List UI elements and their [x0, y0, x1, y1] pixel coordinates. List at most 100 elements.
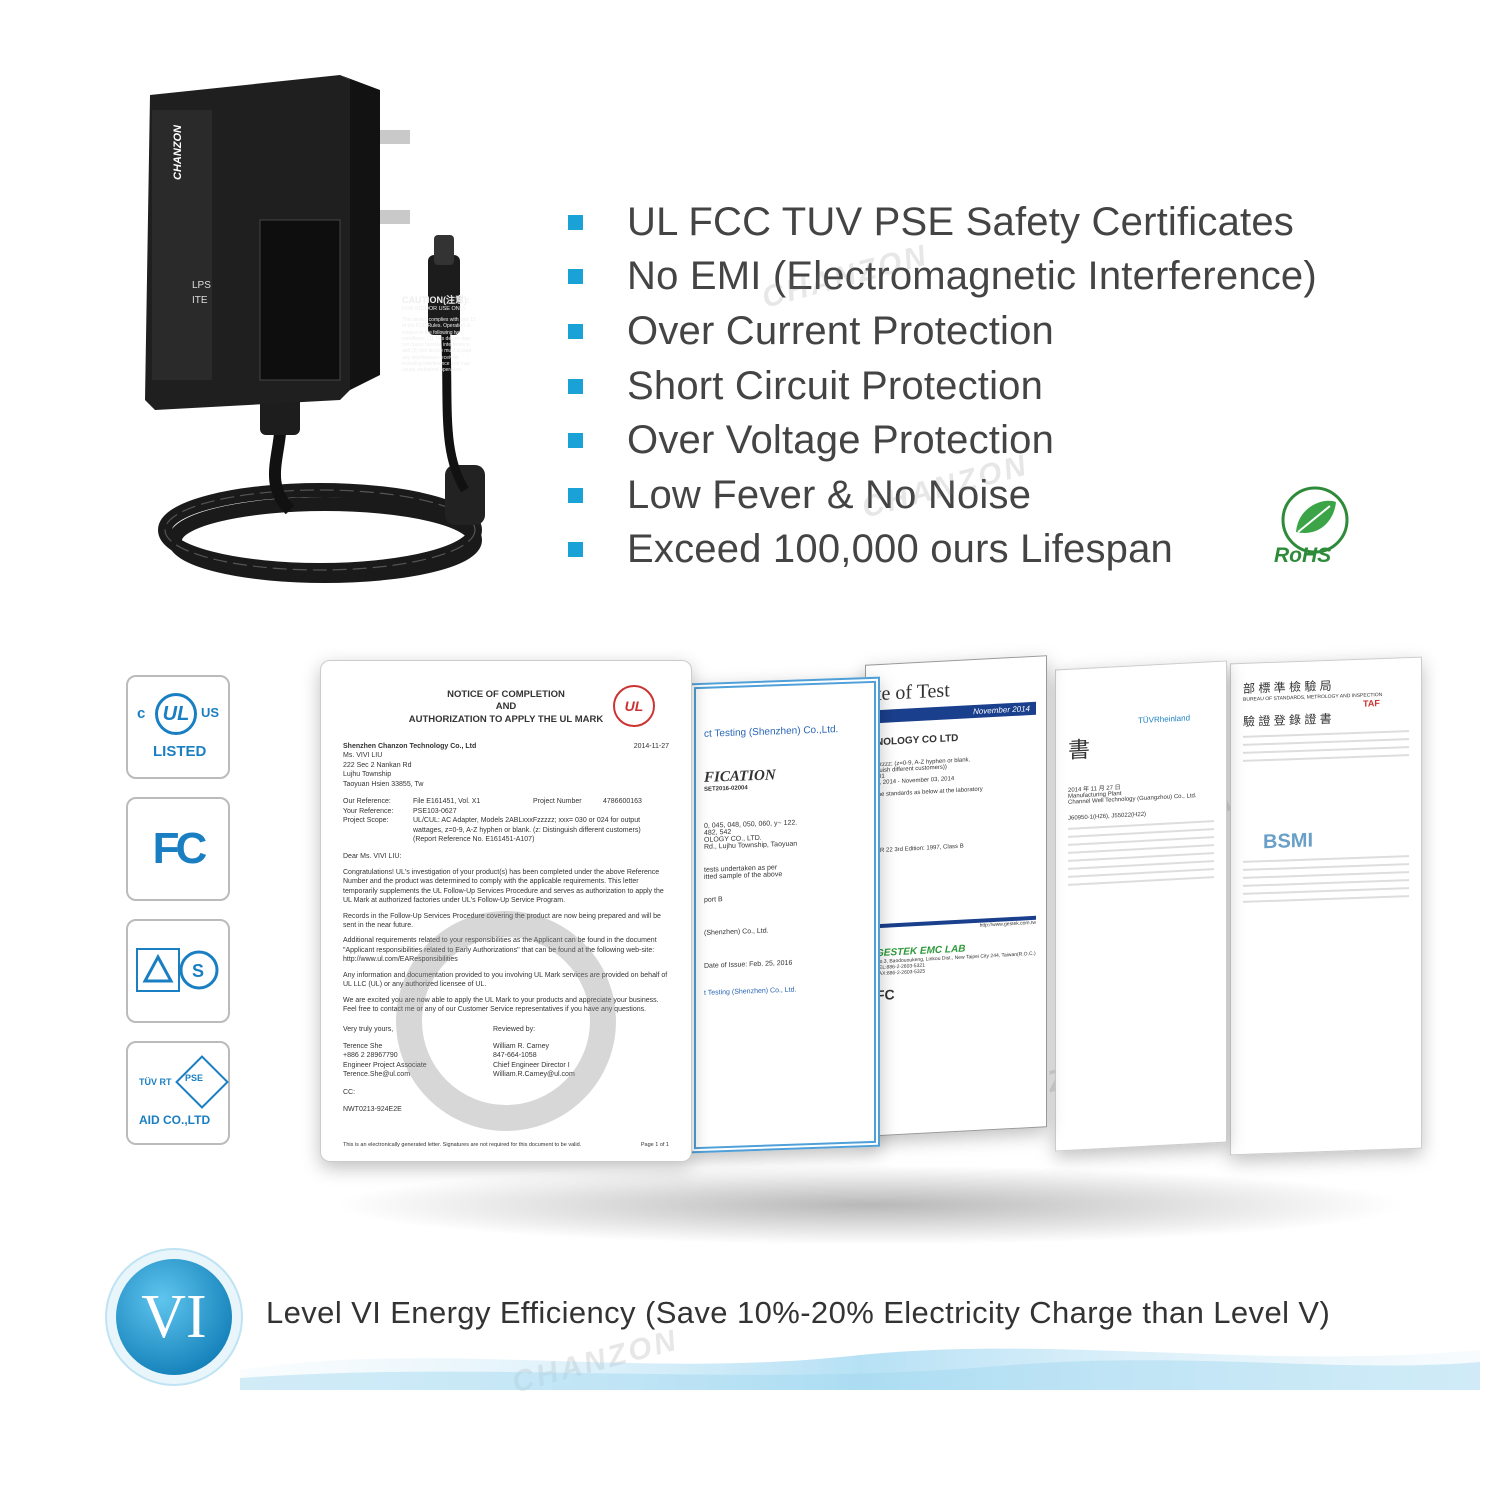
feature-text: UL FCC TUV PSE Safety Certificates [627, 199, 1294, 244]
level-vi-badge: VI [104, 1247, 244, 1387]
tuv-brand: TÜVRheinland [1138, 713, 1191, 726]
tuv-rheinland-icon: S [126, 919, 230, 1023]
bsmi-certificate: 部 標 準 檢 驗 局 BUREAU OF STANDARDS, METROLO… [1230, 656, 1422, 1156]
doc-page: Page 1 of 1 [640, 1141, 669, 1148]
caution-subtitle: FOR INDOOR USE ONLY [402, 306, 467, 313]
list-item: Over Current Protection [568, 304, 1468, 359]
ite-label: ITE [192, 295, 208, 306]
power-adapter-image: CHANZON CAUTION(注意): FOR INDOOR USE ONLY… [140, 70, 520, 590]
fcc-icon: FC [126, 797, 230, 901]
feature-text: Short Circuit Protection [627, 363, 1044, 408]
doc3-fc: FC [876, 986, 895, 1004]
brand-label: CHANZON [172, 125, 184, 180]
caution-label: CAUTION(注意): FOR INDOOR USE ONLY This de… [402, 295, 478, 373]
feature-text: Over Voltage Protection [627, 418, 1055, 463]
square-bullet-icon [568, 487, 583, 503]
rohs-leaf-icon [1281, 486, 1349, 554]
dear-line: Dear Ms. VIVI LIU: [343, 853, 402, 861]
your-ref-label: Your Reference: [343, 807, 394, 815]
aid-label: AID CO.,LTD [139, 1113, 211, 1127]
document-shadow [330, 1165, 1410, 1245]
cc-line: CC: [343, 1088, 356, 1096]
doc-title-2: AND [495, 701, 517, 713]
pse-tuv-rt-icon: TÜV RT PSE AID CO.,LTD [126, 1041, 230, 1145]
feature-text: Over Current Protection [627, 308, 1054, 353]
list-item: No EMI (Electromagnetic Interference) [568, 250, 1468, 305]
list-item: UL FCC TUV PSE Safety Certificates [568, 195, 1468, 250]
doc3-std: PR 22 3rd Edition: 1997, Class B [876, 843, 964, 855]
vi-label: VI [141, 1282, 207, 1351]
square-bullet-icon [568, 323, 583, 339]
scope-label: Project Scope: [343, 817, 389, 825]
water-wave-graphic [240, 1348, 1480, 1390]
bsmi-label: BSMI [1263, 829, 1313, 854]
signer-1-title: Engineer Project Associate [343, 1061, 427, 1069]
list-item: Short Circuit Protection [568, 359, 1468, 414]
rohs-label: RoHS [1274, 544, 1332, 567]
project-number: 4786600163 [603, 798, 642, 806]
doc3-company: NOLOGY CO LTD [876, 732, 959, 749]
list-item: Low Fever & No Noise [568, 468, 1468, 523]
doc-addr-2: 222 Sec 2 Nankan Rd [343, 761, 412, 769]
our-ref: File E161451, Vol. X1 [413, 798, 481, 806]
book-char: 書 [1068, 736, 1091, 763]
ul-us: US [201, 705, 220, 720]
tuv-triangle-icon: S [136, 948, 219, 992]
signer-1: Terence She [343, 1042, 383, 1050]
doc-addr-3: Lujhu Township [343, 771, 392, 779]
scope: UL/CUL: AC Adapter, Models 2ABLxxxFzzzzz… [413, 817, 641, 834]
doc-title-3: AUTHORIZATION TO APPLY THE UL MARK [408, 713, 604, 725]
pse-label: PSE [185, 1073, 204, 1083]
power-adapter-illustration [145, 75, 485, 583]
doc-company: Shenzhen Chanzon Technology Co., Ltd [343, 743, 477, 751]
doc-footer: This is an electronically generated lett… [343, 1141, 582, 1148]
list-item: Exceed 100,000 ours Lifespan [568, 523, 1468, 578]
doc-title-1: NOTICE OF COMPLETION [447, 689, 565, 700]
ul-watermark-icon [396, 911, 616, 1131]
tuv-rt-label: TÜV RT [139, 1077, 172, 1087]
our-ref-label: Our Reference: [343, 798, 391, 806]
tuv-certificate: TÜVRheinland 書 2014 年 11 月 27 日 Manufact… [1055, 660, 1227, 1152]
square-bullet-icon [568, 214, 583, 230]
svg-text:S: S [192, 961, 204, 981]
project-number-label: Project Number [533, 798, 582, 806]
caution-body: This device complies with part 15 of the… [402, 317, 476, 374]
doc2-lab: ct Testing (Shenzhen) Co.,Ltd. [704, 724, 839, 740]
ul-mark: UL [162, 702, 190, 725]
doc3-month: November 2014 [876, 701, 1036, 724]
rohs-logo: RoHS [1268, 482, 1362, 572]
closing: Very truly yours, [343, 1025, 394, 1033]
doc-addr-4: Taoyuan Hsien 33855, Tw [343, 780, 424, 788]
ul-listed-icon: c UL US LISTED [126, 675, 230, 779]
ul-notice-document: UL NOTICE OF COMPLETION AND AUTHORIZATIO… [320, 660, 692, 1162]
signer-1-phone: +886 2 28967790 [343, 1052, 398, 1060]
ul-seal-icon: UL [613, 685, 655, 727]
cert-title: 驗 證 登 錄 證 書 [1243, 711, 1332, 729]
doc3-title: te of Test [876, 679, 950, 706]
square-bullet-icon [568, 378, 583, 394]
square-bullet-icon [568, 269, 583, 285]
doc-code: NWT0213-924E2E [343, 1106, 402, 1114]
lps-label: LPS [192, 280, 211, 291]
feature-text: No EMI (Electromagnetic Interference) [627, 254, 1317, 299]
vi-circle-icon [105, 1248, 243, 1386]
ul-c: c [137, 705, 146, 722]
gestek-certificate: te of Test November 2014 NOLOGY CO LTD z… [865, 655, 1047, 1137]
feature-list: UL FCC TUV PSE Safety Certificates No EM… [568, 195, 1468, 577]
doc2-date: Date of Issue: Feb. 25, 2016 [704, 959, 793, 970]
caution-title: CAUTION(注意): [402, 295, 470, 305]
fcc-mark: FC [152, 824, 208, 873]
list-item: Over Voltage Protection [568, 413, 1468, 468]
doc3-standards: the standards as below at the laboratory [876, 786, 983, 799]
certificate-documents: 部 標 準 檢 驗 局 BUREAU OF STANDARDS, METROLO… [300, 640, 1440, 1200]
feature-text: Low Fever & No Noise [627, 472, 1032, 517]
doc-addr-1: Ms. VIVI LIU [343, 752, 383, 760]
testing-certificate: ct Testing (Shenzhen) Co.,Ltd. FICATION … [690, 676, 880, 1154]
square-bullet-icon [568, 433, 583, 449]
ul-listed: LISTED [153, 743, 207, 760]
energy-efficiency-text: Level VI Energy Efficiency (Save 10%-20%… [266, 1295, 1331, 1330]
feature-text: Exceed 100,000 ours Lifespan [627, 527, 1173, 572]
your-ref: PSE103-0627 [413, 807, 457, 815]
tuv-std: J60950-1(H26), J55022(H22) [1068, 811, 1147, 822]
square-bullet-icon [568, 542, 583, 558]
